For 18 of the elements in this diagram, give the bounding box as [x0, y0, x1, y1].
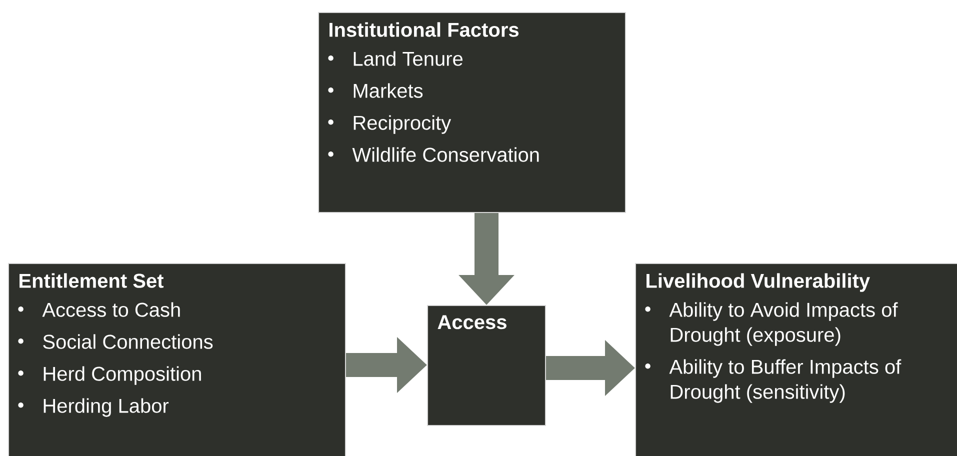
bullet-item: Reciprocity — [328, 115, 452, 134]
heading: Institutional Factors — [330, 22, 518, 37]
heading: Livelihood Vulnerability — [646, 273, 870, 292]
text-box — [8, 263, 346, 456]
bullet-item: Access to Cash — [18, 302, 180, 317]
bullet-item: Ability to Buffer Impacts of Drought (sensitivity) — [645, 359, 902, 403]
text-box — [427, 305, 546, 426]
bullet-item: Wildlife Conservation — [328, 147, 539, 162]
text-box — [635, 263, 957, 456]
bullet-item: Social Connections — [18, 334, 213, 349]
bullet-item: Land Tenure — [328, 51, 462, 66]
heading: Access — [438, 315, 506, 330]
bullet-item: Ability to Avoid Impacts of Drought (exposure) — [645, 302, 898, 346]
heading: Entitlement Set — [20, 273, 164, 288]
bullet-item: Markets — [328, 83, 423, 98]
bullet-item: Herd Composition — [18, 366, 201, 385]
text-box — [318, 12, 626, 213]
bullet-item: Herding Labor — [18, 398, 169, 417]
